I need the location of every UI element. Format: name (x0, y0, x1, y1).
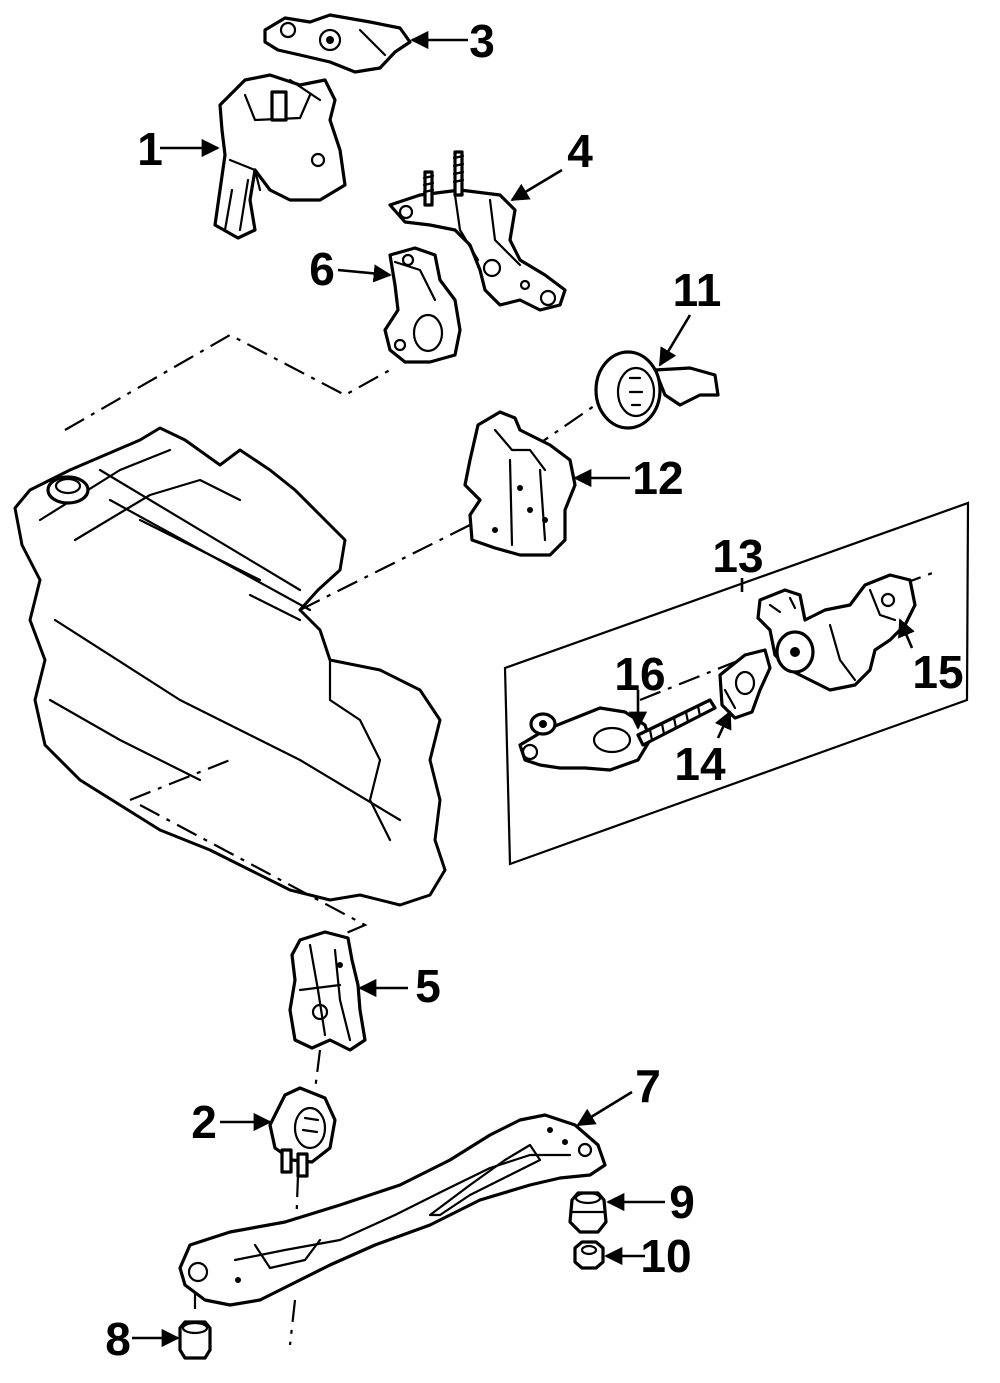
callout-6: 6 (309, 243, 335, 295)
callout-4: 4 (567, 125, 593, 177)
callout-3: 3 (469, 15, 495, 67)
part-5-bracket (288, 930, 367, 1052)
engine-block (13, 426, 447, 907)
callout-16: 16 (614, 648, 665, 700)
callout-11: 11 (673, 264, 722, 316)
callout-10: 10 (640, 1230, 691, 1282)
part-10-nut (573, 1240, 605, 1270)
part-9-bushing (568, 1191, 608, 1234)
part-8-bushing (178, 1320, 212, 1360)
callout-13: 13 (712, 530, 763, 582)
phantom-lines (64, 333, 936, 1346)
part-16-torque-rod (518, 698, 717, 772)
callout-5: 5 (415, 960, 441, 1012)
part-15-mount-assembly (756, 573, 917, 692)
callout-1: 1 (137, 123, 163, 175)
leader-lines (132, 30, 915, 1348)
part-2-mount (268, 1086, 337, 1178)
callout-labels: 1 3 4 6 11 12 13 15 16 14 5 2 7 9 10 8 (105, 15, 963, 1365)
part-11-mount (594, 350, 720, 430)
part-13-assembly-box (503, 501, 970, 866)
part-7-crossmember (178, 1113, 607, 1307)
callout-8: 8 (105, 1313, 131, 1365)
callout-2: 2 (191, 1096, 217, 1148)
part-3-bracket (263, 13, 412, 74)
part-4-bracket (388, 150, 567, 312)
callout-15: 15 (912, 646, 963, 698)
part-14-bracket (718, 648, 772, 720)
part-1-engine-mount (213, 73, 347, 240)
part-6-bracket (383, 246, 462, 364)
callout-14: 14 (674, 738, 726, 790)
oil-filler-cap (46, 475, 90, 505)
callout-12: 12 (632, 452, 683, 504)
part-12-bracket (463, 410, 577, 557)
callout-9: 9 (669, 1176, 695, 1228)
callout-7: 7 (635, 1060, 661, 1112)
